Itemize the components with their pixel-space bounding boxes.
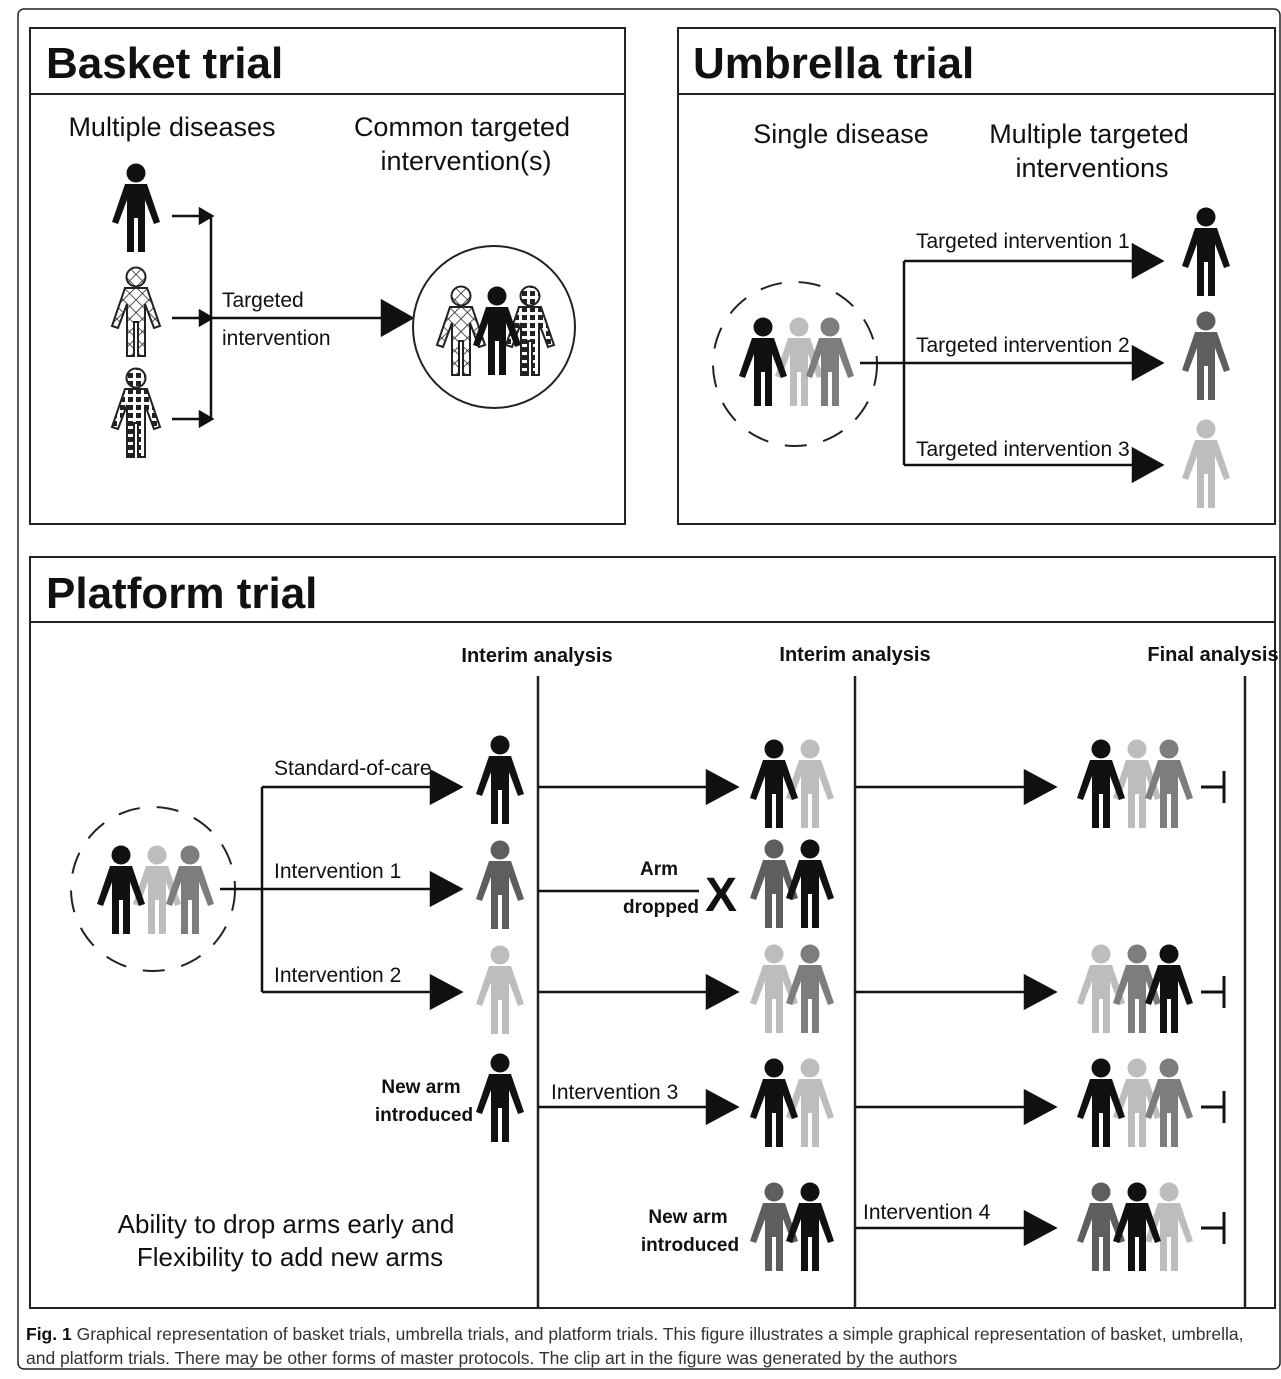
- person-icon: [1077, 944, 1125, 1033]
- caption-text: Graphical representation of basket trial…: [26, 1324, 1244, 1368]
- person-icon: [166, 845, 214, 934]
- arm-dropped-label-1: Arm: [640, 859, 678, 880]
- figure-caption: Fig. 1 Graphical representation of baske…: [26, 1322, 1266, 1370]
- umbrella-connectors: [860, 242, 1165, 484]
- stage-header-3: Final analysis: [1147, 644, 1278, 666]
- umbrella-arm-3-label: Targeted intervention 3: [916, 438, 1130, 461]
- basket-connectors: [172, 206, 415, 429]
- person-icon: [1113, 739, 1161, 828]
- umbrella-arm-2-label: Targeted intervention 2: [916, 334, 1130, 357]
- platform-connectors: [220, 768, 1058, 1247]
- person-icon: [504, 285, 556, 376]
- person-icon: [112, 163, 160, 252]
- umbrella-col2a: Multiple targeted: [989, 119, 1189, 149]
- person-icon: [1113, 1058, 1161, 1147]
- person-icon: [786, 1182, 834, 1271]
- arm-label-intervention-3: Intervention 3: [551, 1081, 678, 1104]
- person-icon: [97, 845, 145, 934]
- basket-pool-circle: [412, 245, 576, 409]
- person-icon: [786, 739, 834, 828]
- umbrella-col1: Single disease: [753, 119, 929, 149]
- person-icon: [750, 1058, 798, 1147]
- arm-dropped-mark: X: [705, 869, 737, 922]
- basket-arrow-label-1: Targeted: [222, 289, 304, 312]
- outer-frame: [17, 8, 1281, 1370]
- person-icon: [1145, 1182, 1193, 1271]
- new-arm-label-1b: introduced: [375, 1105, 473, 1126]
- platform-note-1: Ability to drop arms early and: [118, 1209, 455, 1239]
- umbrella-arm-1-label: Targeted intervention 1: [916, 230, 1130, 253]
- person-icon: [750, 739, 798, 828]
- final-end-caps: [1201, 771, 1226, 1244]
- arm-label-intervention-4: Intervention 4: [863, 1201, 991, 1224]
- person-icon: [1145, 1058, 1193, 1147]
- stage-header-2: Interim analysis: [779, 644, 930, 666]
- person-icon: [1145, 739, 1193, 828]
- person-icon: [750, 1182, 798, 1271]
- stage-header-1: Interim analysis: [461, 645, 612, 667]
- person-icon: [476, 840, 524, 929]
- basket-arrow-label-2: intervention: [222, 327, 331, 350]
- umbrella-col2b: interventions: [1015, 153, 1168, 183]
- caption-label: Fig. 1: [26, 1324, 72, 1344]
- person-icon: [775, 317, 823, 406]
- person-icon: [476, 735, 524, 824]
- person-icon: [1182, 419, 1230, 508]
- new-arm-label-1a: New arm: [381, 1077, 460, 1098]
- basket-col2b: intervention(s): [380, 146, 551, 176]
- person-icon: [786, 944, 834, 1033]
- person-icon: [786, 1058, 834, 1147]
- basket-title: Basket trial: [46, 39, 283, 88]
- basket-panel: Basket trial Multiple diseases Common ta…: [29, 27, 626, 525]
- umbrella-title: Umbrella trial: [693, 39, 974, 88]
- umbrella-panel: Umbrella trial Single disease Multiple t…: [677, 27, 1276, 525]
- person-icon: [1182, 207, 1230, 296]
- person-icon: [750, 944, 798, 1033]
- person-icon: [110, 367, 162, 458]
- arm-dropped-label-2: dropped: [623, 897, 699, 918]
- platform-note-2: Flexibility to add new arms: [137, 1242, 443, 1272]
- person-icon: [110, 266, 162, 357]
- person-icon: [1113, 1182, 1161, 1271]
- new-arm-label-2a: New arm: [648, 1207, 727, 1228]
- person-icon: [1182, 311, 1230, 400]
- person-icon: [476, 945, 524, 1034]
- arm-label-standard-of-care: Standard-of-care: [274, 757, 432, 780]
- arm-label-intervention-1: Intervention 1: [274, 860, 401, 883]
- arm-label-intervention-2: Intervention 2: [274, 964, 401, 987]
- person-icon: [476, 1053, 524, 1142]
- person-icon: [1077, 739, 1125, 828]
- person-icon: [435, 285, 487, 376]
- basket-col1: Multiple diseases: [68, 112, 275, 142]
- person-icon: [1113, 944, 1161, 1033]
- person-icon: [739, 317, 787, 406]
- basket-col2a: Common targeted: [354, 112, 570, 142]
- person-icon: [1145, 944, 1193, 1033]
- platform-panel: Platform trial Interim analysis Interim …: [29, 556, 1279, 1309]
- person-icon: [473, 286, 521, 375]
- person-icon: [806, 317, 854, 406]
- person-icon: [1077, 1182, 1125, 1271]
- person-icon: [786, 839, 834, 928]
- new-arm-label-2b: introduced: [641, 1235, 739, 1256]
- person-icon: [133, 845, 181, 934]
- platform-title: Platform trial: [46, 569, 317, 618]
- person-icon: [750, 839, 798, 928]
- person-icon: [1077, 1058, 1125, 1147]
